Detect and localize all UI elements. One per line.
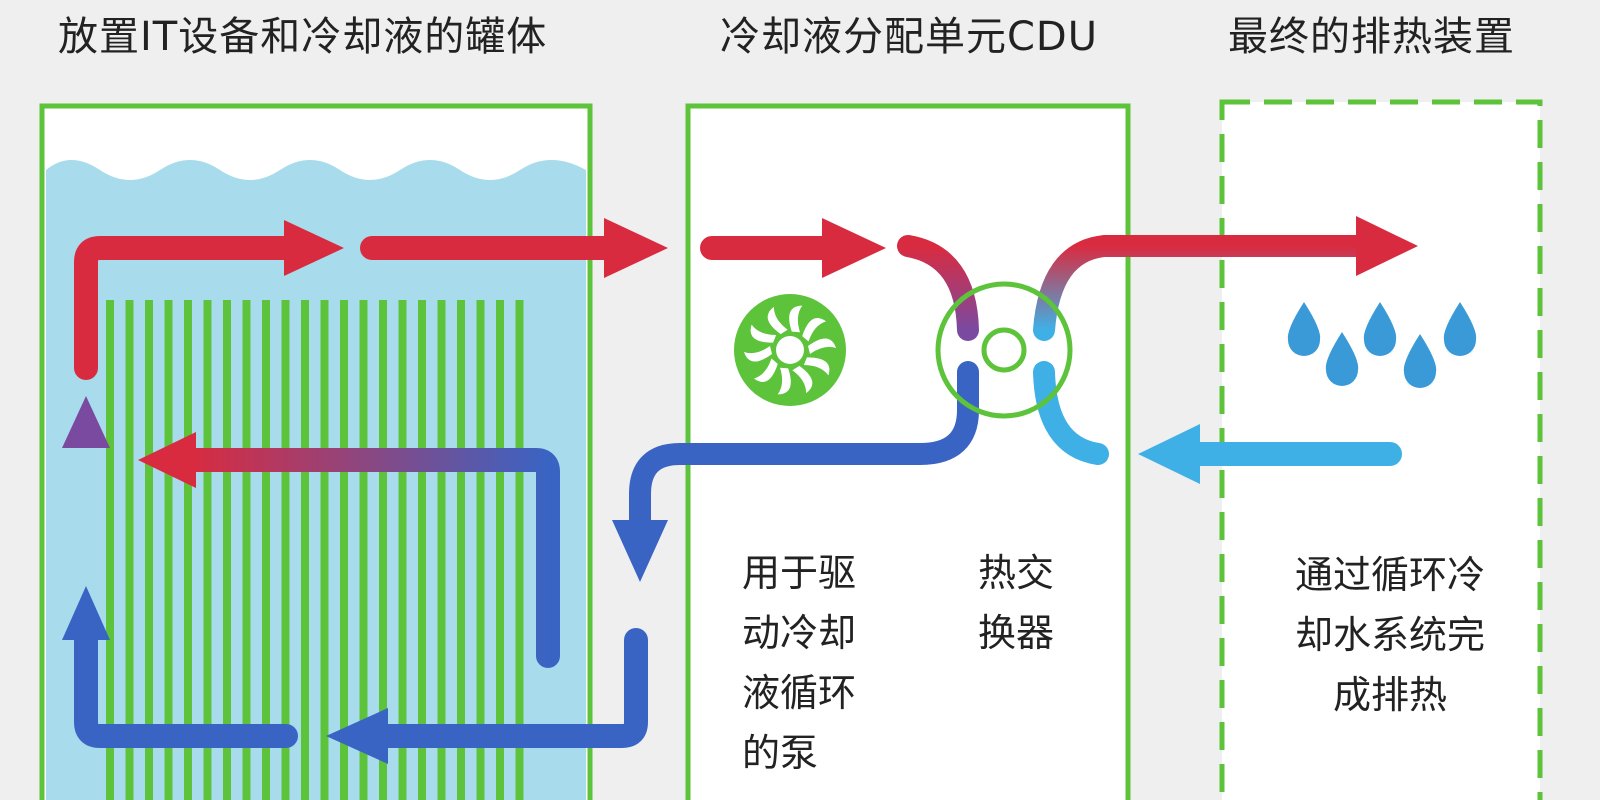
cdu-heading: 冷却液分配单元CDU [720,14,1099,60]
water-drop-icon [1325,332,1359,386]
rej-label-line: 通过循环冷 [1295,553,1486,597]
server-blade [223,300,231,800]
tank-flow [62,218,668,764]
server-blade [106,300,114,800]
server-blade [340,300,348,800]
fan-blade [802,318,827,342]
server-blade [301,300,309,800]
water-drop-icon [1363,302,1397,356]
server-blade [515,300,524,800]
heat-exchanger-icon [935,281,1073,419]
water-drop-icon [1287,302,1321,356]
server-blade [476,300,485,800]
fan-blade [789,305,803,333]
server-blade [437,300,446,800]
coolant-liquid [46,160,586,800]
server-blade [184,300,192,800]
server-blade [262,300,270,800]
tank-heading: 放置IT设备和冷却液的罐体 [58,14,548,60]
server-blade [203,300,212,800]
rejection-label: 通过循环冷 却水系统完 成排热 [1295,545,1485,725]
fan-icon [734,294,846,406]
pump-label-line: 液循环 [742,671,857,715]
heat-exchanger-label: 热交 换器 [978,543,1054,663]
pump-label-line: 动冷却 [742,611,857,655]
server-blade [457,300,465,800]
fan-blade [744,346,772,362]
hx-label-line: 热交 [978,551,1055,595]
server-blade [164,300,173,800]
server-blade [359,300,368,800]
pump-label-line: 的泵 [742,731,819,775]
fan-blade [792,365,813,394]
it-equipment [106,300,524,800]
server-blade [242,300,251,800]
fan-blade [808,338,836,354]
server-blade [418,300,426,800]
pump-label-line: 用于驱 [742,551,857,595]
pump-label: 用于驱 动冷却 液循环 的泵 [742,543,856,783]
hx-label-line: 换器 [978,611,1055,655]
server-blade [281,300,290,800]
fan-blade [767,306,788,335]
rejection-heading: 最终的排热装置 [1228,14,1515,60]
server-blade [145,300,153,800]
water-drop-icon [1443,302,1477,356]
tank-box [39,103,593,800]
server-blade [496,300,504,800]
server-blade [320,300,329,800]
fan-blade [777,367,791,395]
water-drops [1287,302,1477,388]
fan-blade [750,324,777,343]
server-blade [398,300,407,800]
server-blade [125,300,134,800]
water-drop-icon [1403,334,1437,388]
cdu-flow [612,216,1418,582]
fan-blade [753,358,778,382]
rej-label-line: 成排热 [1333,673,1448,717]
rej-label-line: 却水系统完 [1295,613,1486,657]
server-blade [379,300,387,800]
fan-blade [803,357,830,376]
